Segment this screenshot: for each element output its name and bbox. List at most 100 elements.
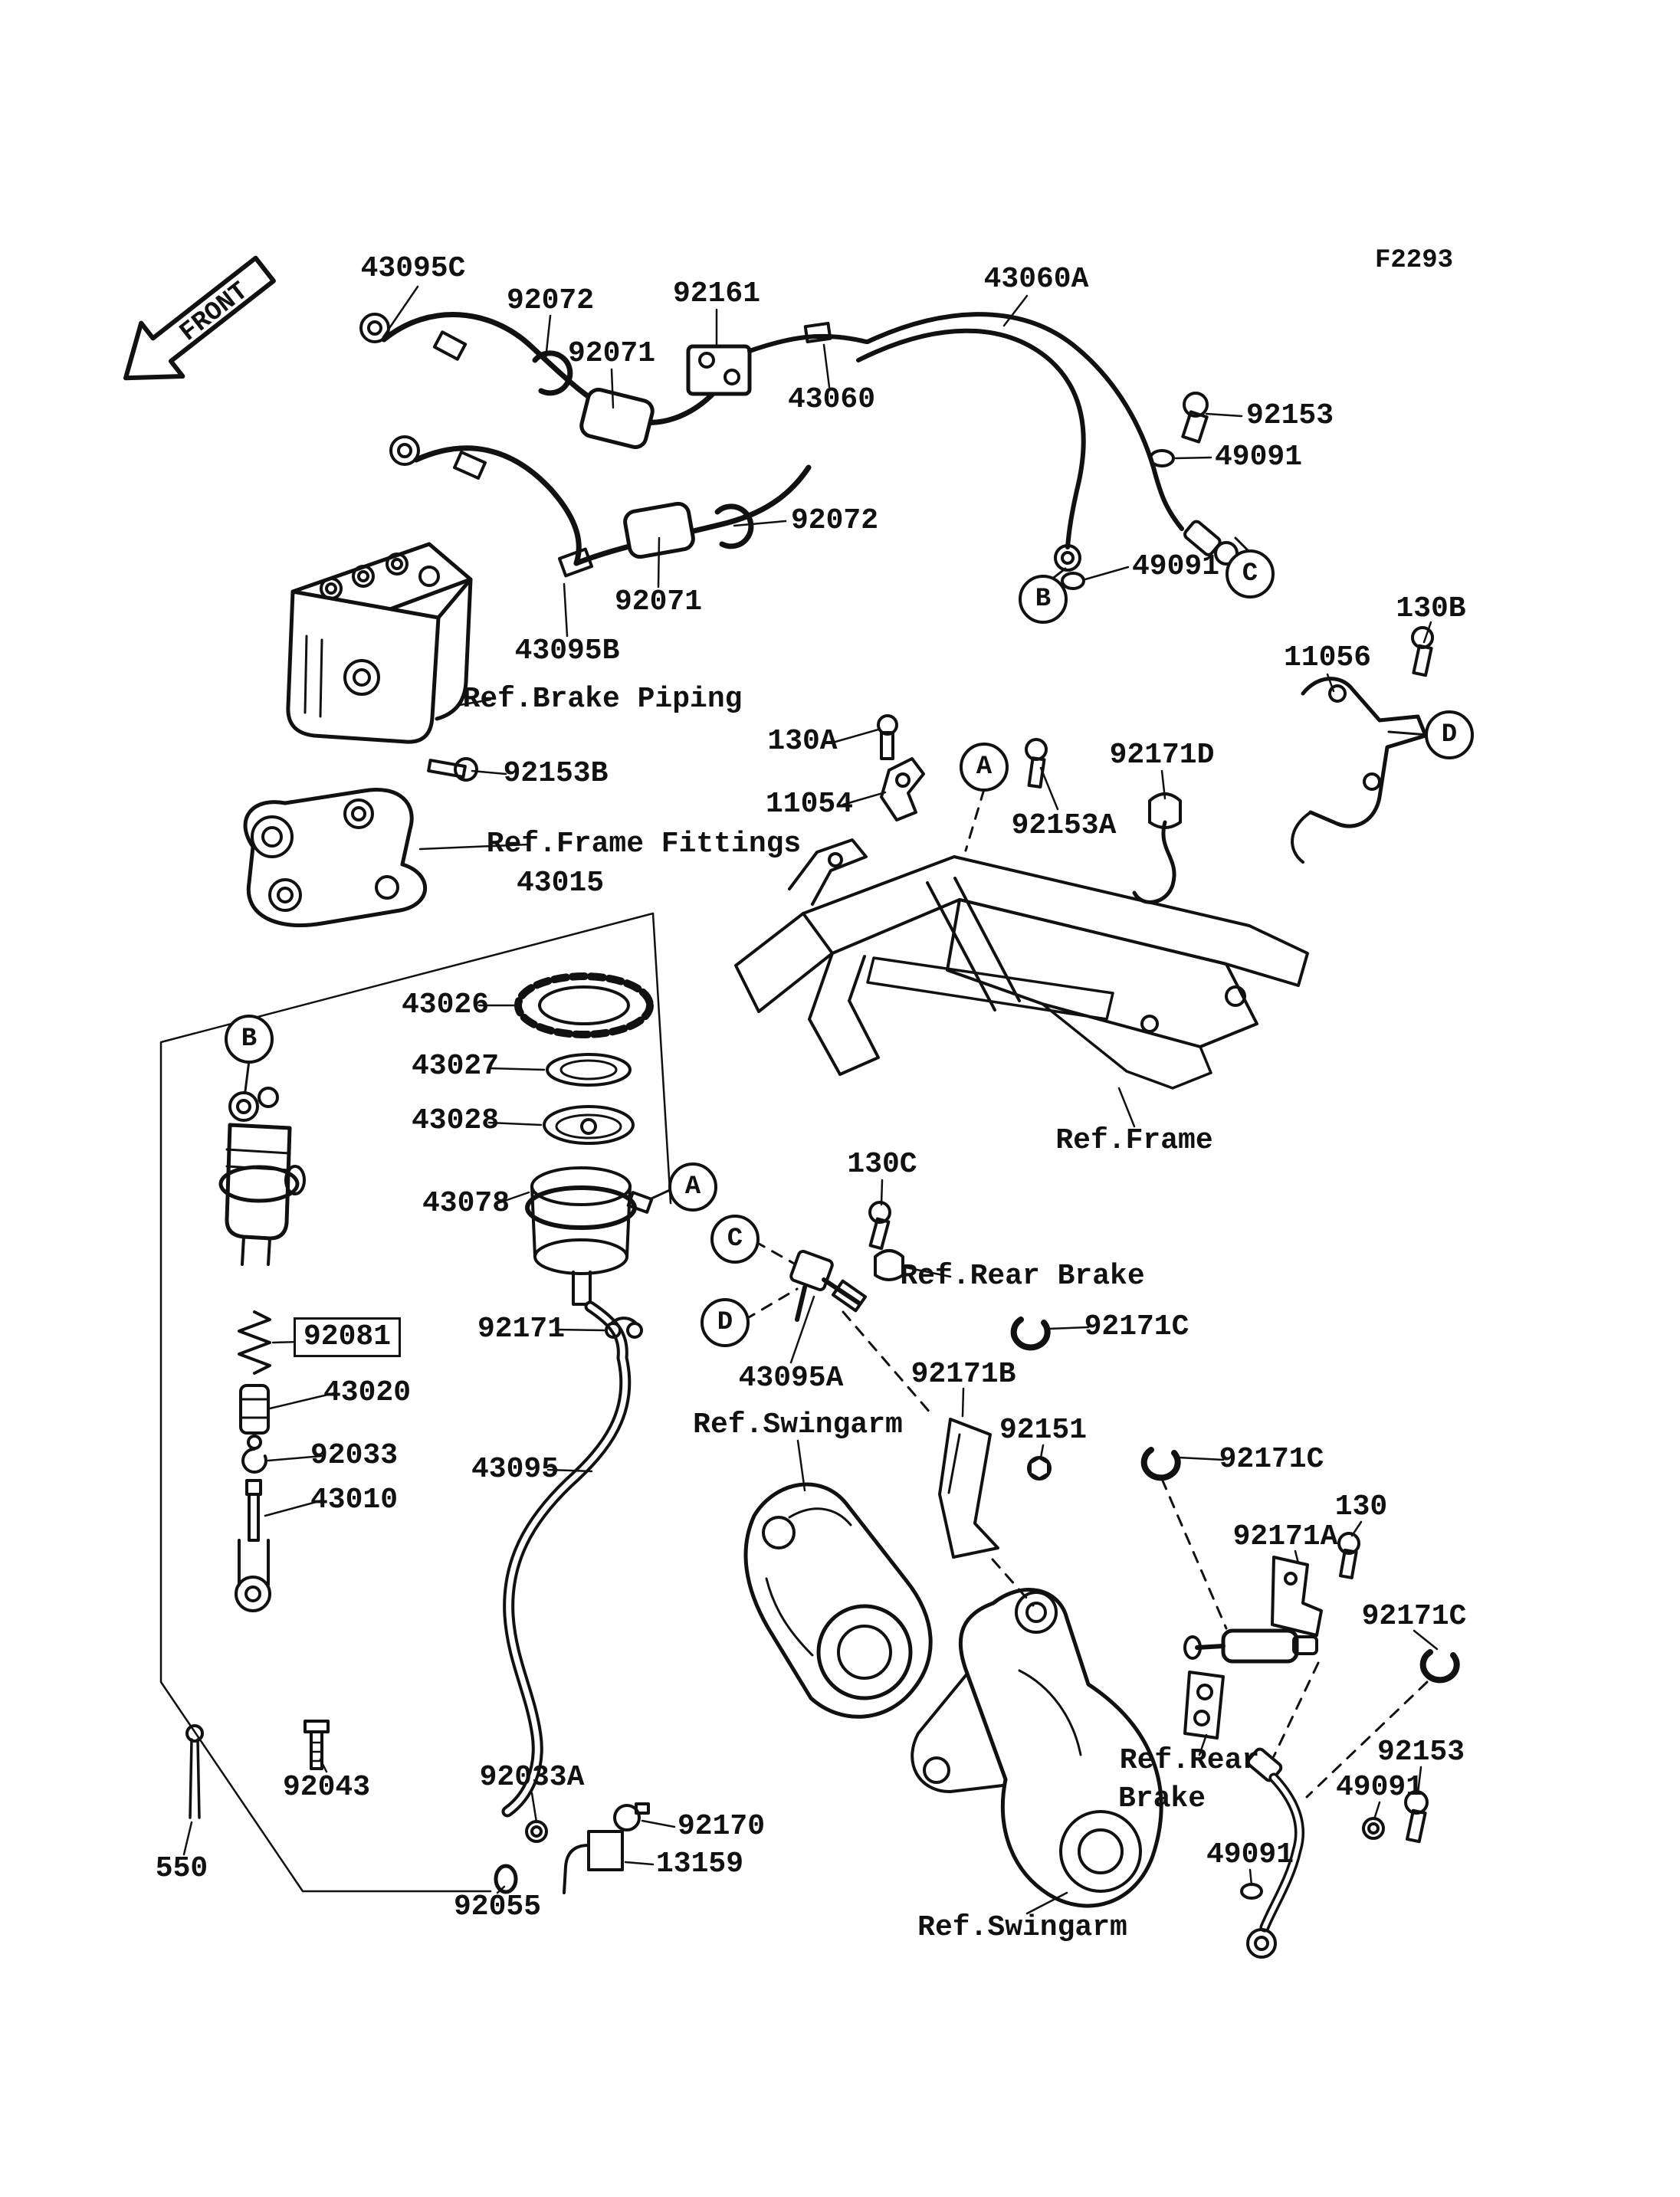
pushrod-43010 <box>235 1479 271 1612</box>
junction-92161 <box>686 344 752 396</box>
clip-92072-upper <box>532 350 573 396</box>
part-label-43028: 43028 <box>411 1104 500 1138</box>
part-label-Ref-Frame-Fittings: Ref.Frame Fittings <box>486 828 802 861</box>
reservoir-cap-43026 <box>514 972 654 1038</box>
part-label-Brake: Brake <box>1117 1782 1206 1816</box>
part-label-92081: 92081 <box>293 1317 402 1357</box>
piston-43020 <box>239 1384 270 1450</box>
part-label-92161: 92161 <box>672 277 761 311</box>
part-label-92171B: 92171B <box>911 1358 1016 1392</box>
brake-hose-43095C <box>359 312 717 425</box>
bolt-130A <box>877 714 898 760</box>
part-label-Ref-Rear-Brake: Ref.Rear Brake <box>900 1260 1145 1294</box>
callout-circle-A-2: A <box>960 743 1009 792</box>
brake-hose-43095B <box>389 435 812 578</box>
part-label-92151: 92151 <box>999 1414 1088 1448</box>
callout-circle-D-7: D <box>701 1298 750 1347</box>
part-label-43095B: 43095B <box>514 635 620 668</box>
part-label-43060: 43060 <box>787 383 876 417</box>
frame-fittings-bracket <box>243 788 428 928</box>
part-label-92171A: 92171A <box>1232 1520 1338 1554</box>
part-label-43027: 43027 <box>411 1050 500 1084</box>
callout-circle-B-1: B <box>1019 575 1068 624</box>
brake-pipe-43060 <box>747 322 868 353</box>
part-label-49091: 49091 <box>1214 441 1303 474</box>
clamp-92171D <box>1132 792 1182 904</box>
part-label-43060A: 43060A <box>983 263 1089 297</box>
hose-43095 <box>501 1300 632 1818</box>
spring-92081 <box>238 1310 271 1375</box>
washer-92033A <box>525 1820 548 1843</box>
part-label-92072: 92072 <box>790 504 879 538</box>
callout-circle-B-4: B <box>225 1015 274 1064</box>
part-label-Ref-Brake-Piping: Ref.Brake Piping <box>462 683 743 716</box>
washer-49091-bottom <box>1240 1883 1263 1900</box>
part-label-92171D: 92171D <box>1109 739 1215 772</box>
dashed-connectors <box>743 788 1429 1799</box>
part-label-43078: 43078 <box>422 1187 510 1221</box>
part-label-11056: 11056 <box>1283 641 1372 675</box>
part-label-92033: 92033 <box>310 1439 399 1473</box>
part-label-92171C: 92171C <box>1361 1600 1467 1634</box>
swingarm-upper <box>743 1482 933 1719</box>
bolt-130C <box>868 1201 891 1251</box>
rear-hose-bottom <box>1246 1747 1304 1959</box>
swingarm-lower <box>911 1588 1163 1908</box>
part-label-130: 130 <box>1334 1490 1388 1524</box>
part-label-92033A: 92033A <box>479 1761 585 1795</box>
washer-49091-bottom-right <box>1362 1817 1385 1840</box>
part-label-92171C: 92171C <box>1084 1310 1189 1344</box>
part-label-Ref-Swingarm: Ref.Swingarm <box>693 1408 903 1442</box>
part-label-130B: 130B <box>1396 592 1466 626</box>
washer-49091-mid <box>1061 572 1085 590</box>
bolt-92153-bottom <box>1404 1790 1429 1844</box>
part-label-43015: 43015 <box>516 867 605 900</box>
bracket-11054 <box>880 757 925 821</box>
part-label-92171: 92171 <box>477 1313 566 1346</box>
clamp-92171 <box>605 1317 643 1339</box>
part-label-43095C: 43095C <box>360 252 466 286</box>
part-label-11054: 11054 <box>765 788 854 821</box>
part-label-92071: 92071 <box>614 585 703 619</box>
hose-guide-92171B <box>938 1418 999 1559</box>
part-label-43095A: 43095A <box>738 1362 844 1395</box>
grommet-92071-upper <box>579 387 655 450</box>
cotter-pin-550 <box>185 1724 204 1819</box>
clip-92171C-1 <box>1010 1317 1051 1351</box>
front-arrow-icon: FRONT <box>123 255 276 381</box>
bolt-92153-top <box>1181 392 1209 444</box>
part-label-Ref-Rear: Ref.Rear <box>1119 1744 1260 1778</box>
part-label-43026: 43026 <box>401 989 490 1022</box>
assembly-boundary-43015 <box>159 912 672 1893</box>
nut-92151 <box>1027 1456 1052 1481</box>
callout-circle-C-6: C <box>710 1215 760 1264</box>
abs-unit <box>286 542 473 744</box>
clamp-rear-brake-top <box>874 1249 904 1281</box>
frame-ref <box>734 838 1309 1090</box>
joint-43095A <box>789 1250 868 1322</box>
part-label-130A: 130A <box>767 725 838 759</box>
part-label-49091: 49091 <box>1206 1838 1294 1872</box>
part-label-92153B: 92153B <box>503 757 609 791</box>
part-label-Ref-Frame: Ref.Frame <box>1055 1124 1213 1158</box>
part-label-43020: 43020 <box>323 1376 412 1410</box>
callout-circle-A-5: A <box>668 1162 717 1212</box>
part-label-130C: 130C <box>847 1148 917 1182</box>
bolt-130B <box>1411 626 1434 677</box>
diaphragm-43028 <box>543 1105 635 1145</box>
callout-circle-C-0: C <box>1226 549 1275 598</box>
part-label-92153A: 92153A <box>1011 809 1117 843</box>
grommet-92071-lower <box>623 501 695 559</box>
plate-43027 <box>546 1053 632 1087</box>
bolt-92153B <box>427 757 478 782</box>
part-label-13159: 13159 <box>655 1848 744 1881</box>
part-label-Ref-Swingarm: Ref.Swingarm <box>917 1911 1127 1945</box>
bracket-92171A <box>1271 1556 1323 1637</box>
figure-code: F2293 <box>1374 246 1454 275</box>
clip-92171C-2 <box>1140 1447 1181 1481</box>
part-label-92153: 92153 <box>1376 1736 1465 1769</box>
callout-circle-D-3: D <box>1425 710 1474 759</box>
part-label-49091: 49091 <box>1335 1771 1424 1805</box>
